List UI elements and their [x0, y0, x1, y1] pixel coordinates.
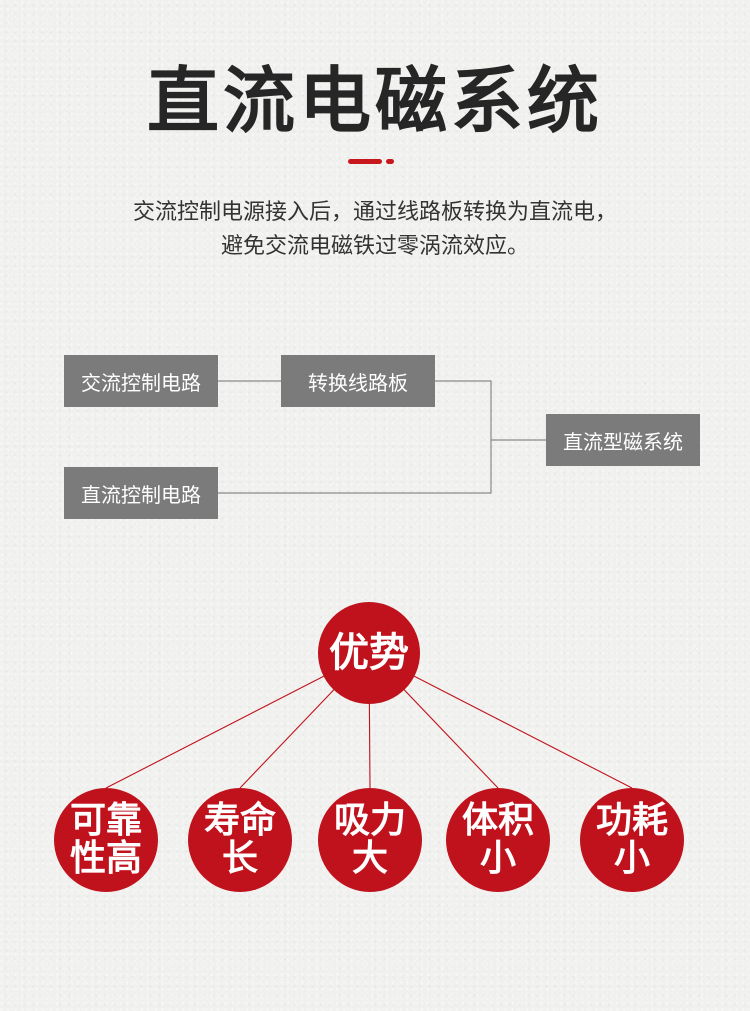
advantages-circle: 优势: [318, 602, 420, 704]
advantage-label-line2: 小: [613, 838, 650, 879]
advantage-label-line1: 体积: [461, 800, 534, 842]
advantage-label-line2: 性高: [69, 838, 142, 879]
conversion-board-box: 转换线路板: [281, 355, 435, 407]
advantage-label-line2: 长: [221, 838, 258, 879]
advantage-label-line2: 大: [351, 838, 388, 879]
ac-control-circuit-box: 交流控制电路: [64, 355, 218, 407]
connector-board-dc-merge: [218, 380, 492, 494]
advantage-label-line1: 功耗: [595, 800, 668, 842]
description-line-1: 交流控制电源接入后，通过线路板转换为直流电，: [132, 200, 617, 225]
description-line-2: 避免交流电磁铁过零涡流效应。: [220, 234, 529, 259]
advantage-small-size: 体积 小: [446, 788, 550, 892]
advantage-long-life: 寿命 长: [188, 788, 292, 892]
title-underline-dot: [386, 159, 394, 164]
advantages-title: 优势: [329, 630, 409, 676]
advantage-label-line1: 可靠: [69, 800, 142, 842]
dc-control-circuit-box: 直流控制电路: [64, 467, 218, 519]
advantage-low-power: 功耗 小: [580, 788, 684, 892]
advantage-label-line1: 寿命: [203, 800, 276, 842]
advantage-label-line2: 小: [479, 838, 516, 879]
title-underline-bar: [348, 159, 382, 164]
dc-magnetic-system-box: 直流型磁系统: [546, 414, 700, 466]
advantage-label-line1: 吸力: [333, 800, 406, 842]
page-title: 直流电磁系统: [146, 59, 603, 143]
advantage-strong-suction: 吸力 大: [318, 788, 422, 892]
advantage-reliability: 可靠 性高: [54, 788, 158, 892]
